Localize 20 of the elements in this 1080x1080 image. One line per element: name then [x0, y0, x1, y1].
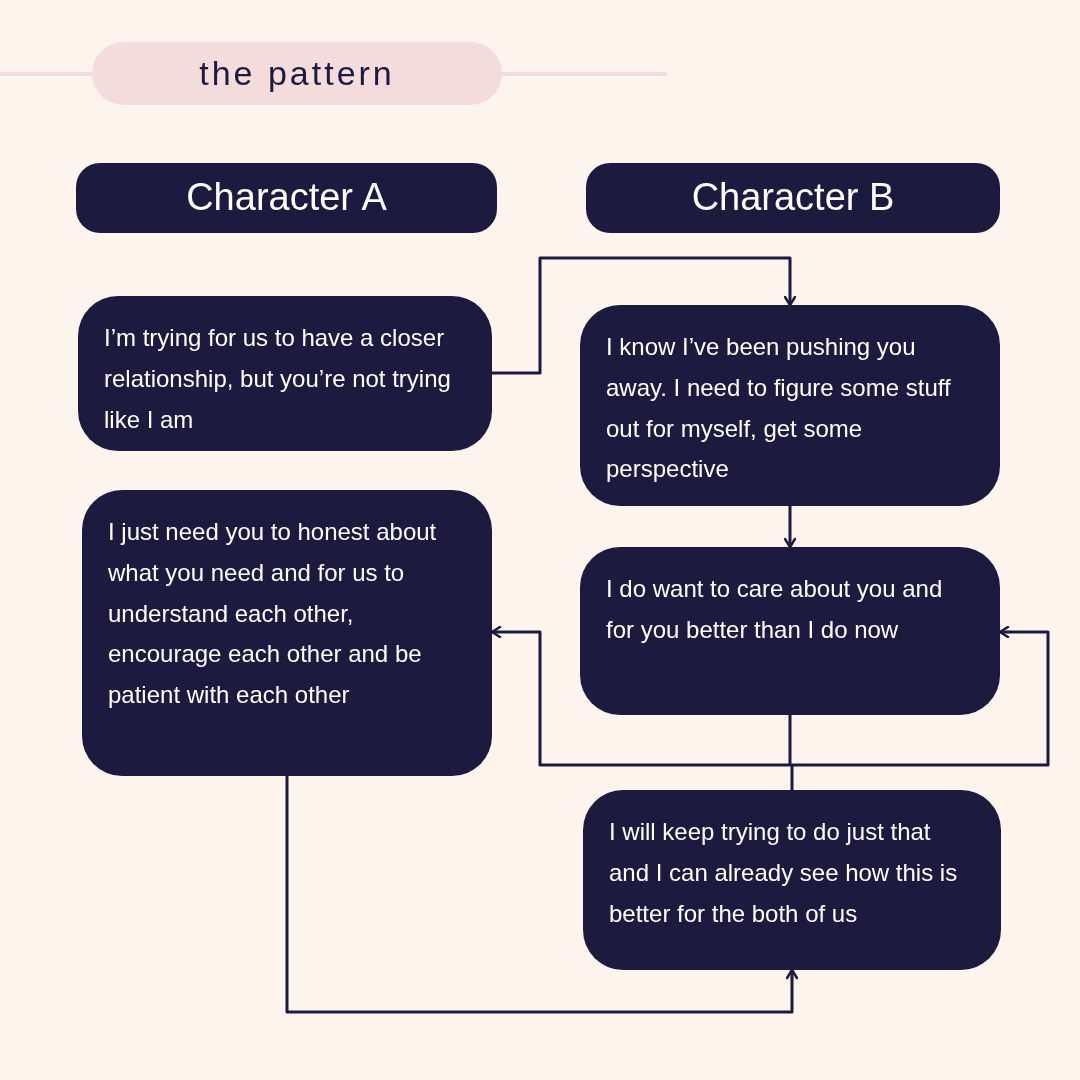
- title: the pattern: [92, 42, 502, 105]
- arrow: [490, 625, 792, 767]
- dialogue-text: I will keep trying to do just that and I can already see how this is better for the both of us: [609, 817, 959, 929]
- header-text: Character A: [186, 175, 387, 221]
- column-header: [586, 163, 1000, 233]
- arrow: [783, 506, 797, 549]
- dialogue-box: [583, 790, 1001, 970]
- header-text: Character B: [691, 175, 895, 221]
- dialogue-box: [78, 296, 492, 451]
- dialogue-box: [82, 490, 492, 776]
- arrow: [790, 625, 1050, 790]
- arrow: [492, 256, 797, 375]
- column-header: [76, 163, 497, 233]
- dialogue-text: I’m trying for us to have a closer relationship, but you’re not trying like I am: [104, 323, 452, 435]
- dialogue-box: [580, 547, 1000, 715]
- dialogue-text: I do want to care about you and for you better than I do now: [606, 574, 944, 645]
- arrow: [285, 776, 799, 1014]
- dialogue-text: I know I’ve been pushing you away. I need to figure some stuff out for myself, get some perspective: [606, 332, 952, 485]
- dialogue-box: [580, 305, 1000, 506]
- dialogue-text: I just need you to honest about what you need and for us to understand each other, encourage each other and be patient with each other: [108, 517, 438, 711]
